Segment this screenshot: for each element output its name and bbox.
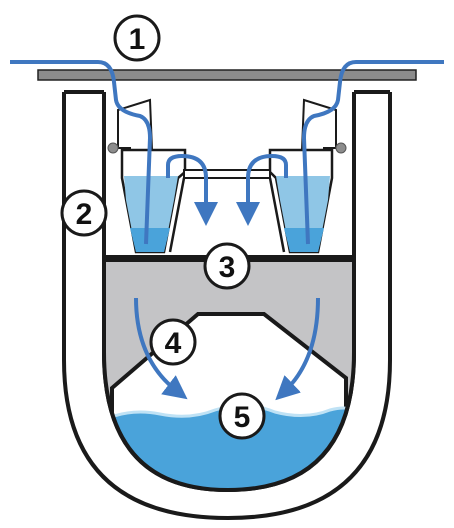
callout-4-number: 4	[165, 327, 182, 360]
callout-5-number: 5	[234, 401, 251, 434]
callout-2: 2	[60, 189, 108, 237]
center-strainer	[183, 169, 271, 179]
hinge-icon	[107, 142, 119, 154]
callout-4: 4	[149, 318, 197, 366]
overflow-arrow-left	[166, 153, 218, 226]
downflow-arrow-right	[275, 297, 320, 401]
hinge-icon	[335, 142, 347, 154]
callout-1-number: 1	[129, 23, 146, 56]
tank-lid	[37, 69, 417, 81]
callout-2-number: 2	[76, 198, 93, 231]
tank-outer-wall	[62, 92, 392, 521]
overflow-arrow-right	[236, 153, 288, 226]
inflow-right-line	[302, 60, 444, 245]
downflow-arrow-left	[134, 297, 188, 400]
callout-3: 3	[203, 242, 251, 290]
inflow-left-line	[10, 60, 152, 245]
lower-chamber	[104, 258, 354, 490]
callout-5: 5	[218, 392, 266, 440]
callout-3-number: 3	[219, 251, 236, 284]
callout-1: 1	[113, 14, 161, 62]
